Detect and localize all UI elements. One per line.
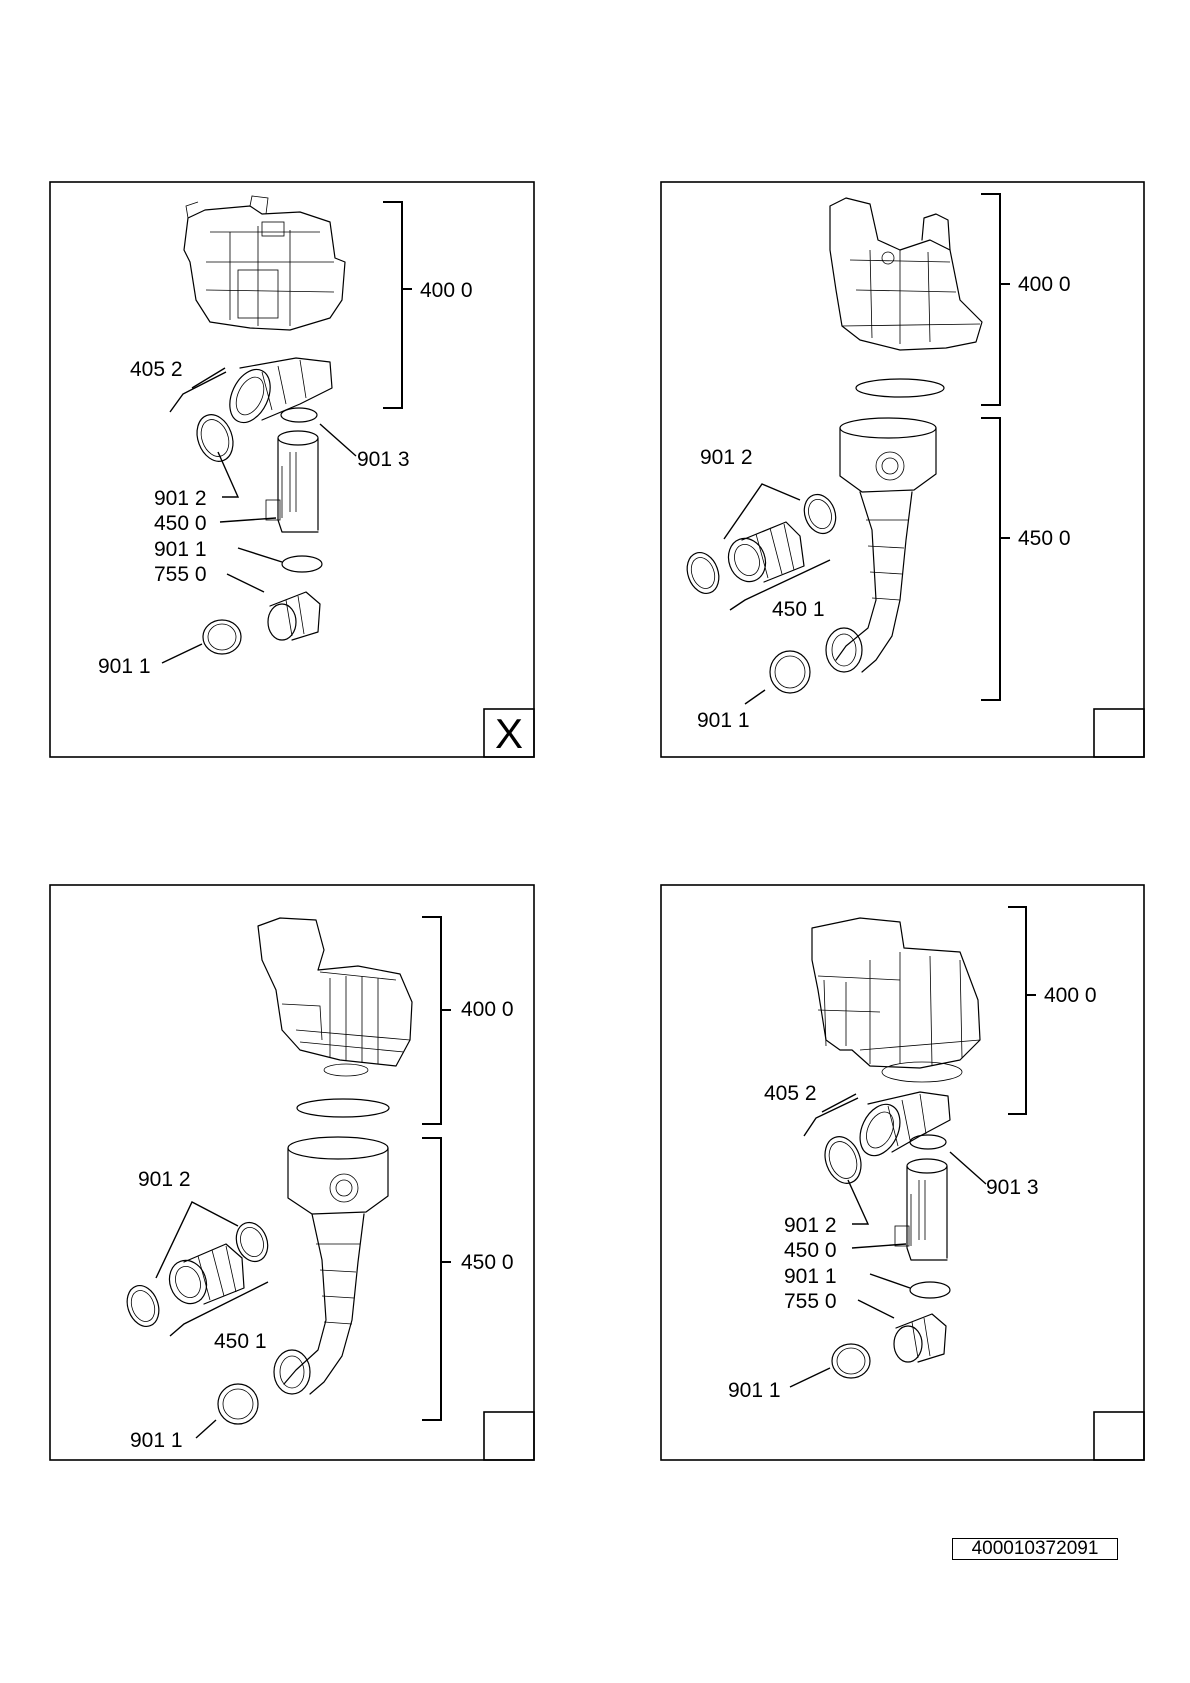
hose-kit-drawing (686, 493, 837, 594)
leader-line (857, 1299, 895, 1319)
sump-hose-drawing (859, 1091, 951, 1157)
part-label[interactable]: 901 1 (98, 655, 151, 678)
heater-assembly-drawing (825, 417, 937, 673)
heater-assembly-drawing (273, 1136, 389, 1395)
hose-clamp-drawing (196, 414, 234, 462)
part-label[interactable]: 450 1 (772, 598, 825, 621)
leader-line (847, 1179, 870, 1225)
variant-panel-4[interactable]: 400 0 405 2 901 3 901 2 450 0 901 1 755 … (660, 884, 1145, 1461)
panel-frame (660, 181, 1145, 758)
part-label[interactable]: 755 0 (154, 563, 207, 586)
variant-panel-1[interactable]: X (49, 181, 535, 758)
part-label[interactable]: 901 3 (357, 448, 410, 471)
part-label[interactable]: 400 0 (1018, 273, 1071, 296)
selection-box[interactable] (1093, 708, 1145, 758)
leader-line (744, 689, 766, 705)
panel-frame (49, 884, 535, 1461)
leader-line (219, 517, 277, 523)
leader-line (161, 643, 203, 664)
pump-housing-drawing (183, 195, 346, 331)
leader-line (729, 559, 831, 611)
hose-clamp-drawing (909, 1281, 951, 1299)
part-label[interactable]: 405 2 (764, 1082, 817, 1105)
variant-panel-2[interactable]: 400 0 901 2 450 0 450 1 901 1 (660, 181, 1145, 758)
leader-line (723, 483, 801, 540)
leader-line (169, 371, 227, 413)
selection-box[interactable] (483, 708, 535, 758)
gasket-ring-drawing (855, 378, 945, 398)
adapter-drawing (267, 591, 321, 641)
adapter-drawing (893, 1313, 947, 1363)
panel-frame (49, 181, 535, 758)
leader-line (155, 1201, 239, 1279)
part-label[interactable]: 450 0 (1018, 527, 1071, 550)
part-label[interactable]: 901 3 (986, 1176, 1039, 1199)
part-label[interactable]: 405 2 (130, 358, 183, 381)
part-label[interactable]: 450 0 (784, 1239, 837, 1262)
panel-frame (660, 884, 1145, 1461)
gasket-ring-drawing (296, 1098, 390, 1118)
part-label[interactable]: 901 2 (700, 446, 753, 469)
part-label[interactable]: 450 1 (214, 1330, 267, 1353)
group-bracket (422, 1137, 451, 1421)
leader-line (851, 1243, 907, 1249)
pump-housing-drawing (829, 197, 983, 351)
leader-line (319, 423, 357, 457)
hose-clamp-drawing (217, 1383, 259, 1425)
group-bracket (383, 201, 412, 409)
leader-line (869, 1273, 911, 1289)
hose-clamp-drawing (281, 555, 323, 573)
part-label[interactable]: 450 0 (461, 1251, 514, 1274)
hose-clamp-drawing (769, 650, 811, 694)
part-label[interactable]: 450 0 (154, 512, 207, 535)
selection-box[interactable] (1093, 1411, 1145, 1461)
part-label[interactable]: 901 1 (154, 538, 207, 561)
hose-clamp-drawing (202, 619, 242, 655)
group-bracket (1008, 906, 1036, 1115)
leader-line (789, 1367, 831, 1388)
leader-line (237, 547, 283, 563)
hose-kit-drawing (126, 1221, 269, 1327)
leader-line (217, 451, 240, 498)
selection-box[interactable] (483, 1411, 535, 1461)
variant-panel-3[interactable]: 400 0 901 2 450 0 450 1 901 1 (49, 884, 535, 1461)
group-bracket (981, 193, 1010, 406)
part-label[interactable]: 901 2 (154, 487, 207, 510)
leader-line (195, 1419, 217, 1439)
pump-housing-drawing (257, 917, 413, 1077)
hose-clamp-drawing (831, 1343, 871, 1379)
leader-line (803, 1097, 859, 1137)
part-label[interactable]: 755 0 (784, 1290, 837, 1313)
part-label[interactable]: 901 2 (784, 1214, 837, 1237)
selection-mark: X (495, 710, 523, 757)
part-label[interactable]: 901 1 (130, 1429, 183, 1452)
hose-clamp-drawing (280, 407, 318, 423)
part-label[interactable]: 901 1 (784, 1265, 837, 1288)
pump-housing-drawing (811, 917, 981, 1083)
part-label[interactable]: 400 0 (461, 998, 514, 1021)
part-label[interactable]: 901 1 (728, 1379, 781, 1402)
leader-line (226, 573, 265, 593)
heater-pipe-drawing (265, 430, 319, 533)
part-label[interactable]: 901 1 (697, 709, 750, 732)
hose-clamp-drawing (909, 1134, 947, 1150)
part-label[interactable]: 400 0 (1044, 984, 1097, 1007)
part-label[interactable]: 901 2 (138, 1168, 191, 1191)
part-label[interactable]: 400 0 (420, 279, 473, 302)
document-id: 400010372091 (952, 1538, 1118, 1560)
group-bracket (981, 417, 1010, 701)
sump-hose-drawing (229, 357, 333, 424)
hose-clamp-drawing (824, 1136, 862, 1184)
group-bracket (422, 916, 451, 1125)
leader-line (949, 1151, 987, 1185)
leader-line (169, 1281, 269, 1337)
heater-pipe-drawing (894, 1158, 948, 1261)
